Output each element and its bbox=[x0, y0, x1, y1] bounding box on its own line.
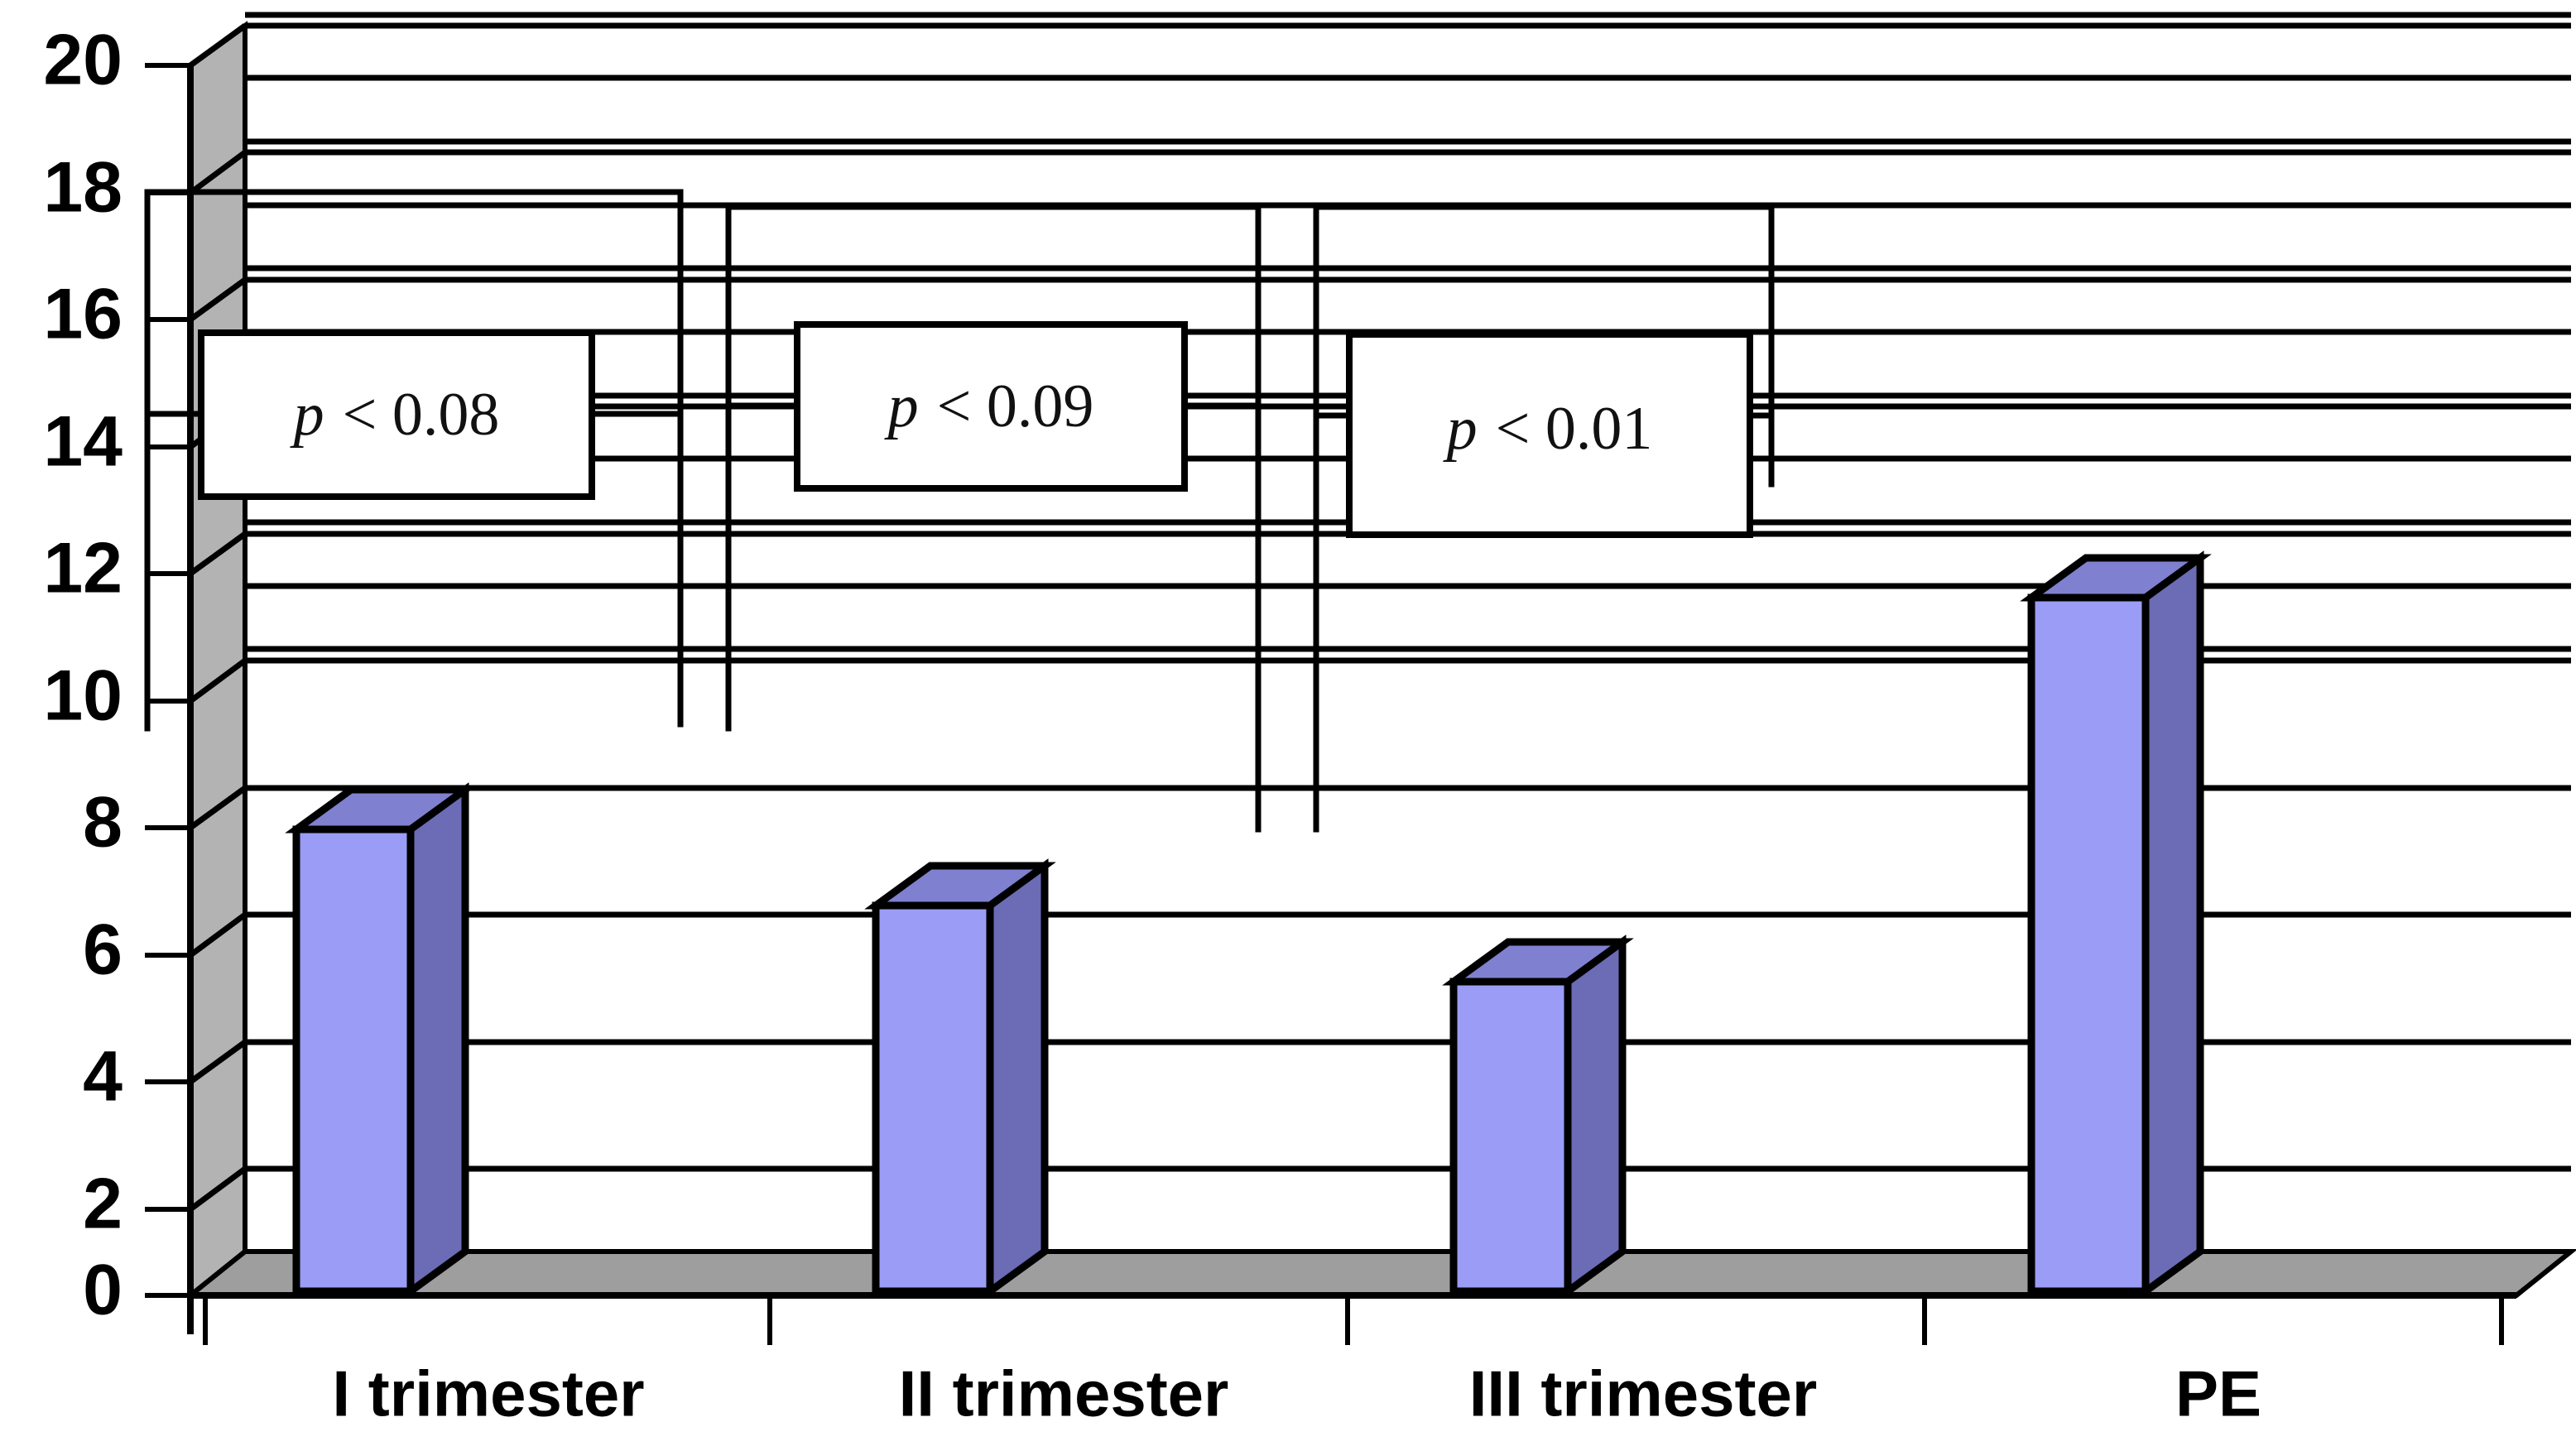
bar-front-face bbox=[292, 825, 415, 1295]
ytick-label-4: 4 bbox=[83, 1037, 123, 1117]
x-axis-labels: I trimester II trimester III trimester P… bbox=[332, 1357, 2261, 1430]
connector-10 bbox=[188, 658, 248, 704]
ytick-label-2: 2 bbox=[83, 1165, 123, 1244]
bar-iii-trimester[interactable] bbox=[1442, 935, 1634, 1299]
p-value-rest: < 0.09 bbox=[937, 372, 1094, 440]
left-wall-3d bbox=[188, 21, 248, 1301]
p-value-box-3 bbox=[1346, 331, 1753, 538]
p-value-rest: < 0.08 bbox=[343, 381, 500, 449]
bar-side-face bbox=[986, 858, 1049, 1299]
p-symbol: p bbox=[884, 372, 919, 440]
ytick-label-16: 16 bbox=[43, 275, 123, 354]
p-value-box-1 bbox=[198, 329, 595, 500]
ytick-label-0: 0 bbox=[83, 1251, 123, 1330]
gridlines-back bbox=[245, 22, 2571, 1172]
significance-bracket-3 bbox=[1313, 204, 1775, 833]
significance-bracket-2 bbox=[725, 204, 1262, 833]
significance-bracket-1 bbox=[144, 189, 684, 732]
ytick-label-6: 6 bbox=[83, 910, 123, 990]
bar-side-face bbox=[2141, 550, 2204, 1299]
floor-3d bbox=[183, 1249, 2576, 1298]
bracket-1-path bbox=[144, 189, 684, 732]
y-tick-marks bbox=[145, 63, 190, 1298]
bracket-2-path bbox=[725, 204, 1262, 833]
p-value-label-3: p < 0.01 bbox=[1443, 395, 1653, 463]
p-value-rest: < 0.01 bbox=[1496, 395, 1653, 463]
connector-6 bbox=[188, 912, 248, 958]
x-tick-marks bbox=[203, 1295, 2504, 1345]
ytick-label-8: 8 bbox=[83, 783, 123, 862]
connector-8 bbox=[188, 786, 248, 830]
p-value-label-1: p < 0.08 bbox=[290, 381, 500, 449]
ytick-label-18: 18 bbox=[43, 148, 123, 228]
p-value-annotation-2[interactable]: p < 0.09 bbox=[794, 321, 1188, 492]
bar-side-face bbox=[1564, 935, 1627, 1299]
bar-side-face bbox=[406, 782, 469, 1299]
bar-pe[interactable] bbox=[2020, 550, 2212, 1299]
p-value-label-2: p < 0.09 bbox=[884, 372, 1094, 440]
y-axis-labels: 20 18 16 14 12 10 8 6 4 2 0 bbox=[43, 21, 123, 1330]
connector-16 bbox=[188, 277, 248, 322]
p-value-annotation-1[interactable]: p < 0.08 bbox=[198, 329, 595, 500]
connector-18 bbox=[188, 150, 248, 195]
p-value-annotation-3[interactable]: p < 0.01 bbox=[1346, 331, 1753, 538]
ytick-label-20: 20 bbox=[43, 21, 123, 100]
connector-20 bbox=[188, 23, 248, 68]
bar-front-face bbox=[2027, 593, 2150, 1295]
ytick-label-14: 14 bbox=[43, 402, 123, 482]
connector-12 bbox=[188, 531, 248, 576]
bar-ii-trimester[interactable] bbox=[864, 858, 1056, 1299]
p-symbol: p bbox=[290, 381, 324, 449]
connector-4 bbox=[188, 1040, 248, 1084]
bar-i-trimester[interactable] bbox=[285, 782, 477, 1299]
xcat-label-i-trimester: I trimester bbox=[332, 1357, 644, 1430]
xcat-label-iii-trimester: III trimester bbox=[1469, 1357, 1818, 1430]
ytick-label-10: 10 bbox=[43, 656, 123, 736]
connector-2 bbox=[188, 1166, 248, 1212]
bracket-3-path bbox=[1313, 204, 1775, 833]
bar-front-face bbox=[1449, 978, 1572, 1295]
ytick-label-12: 12 bbox=[43, 529, 123, 608]
bar-front-face bbox=[872, 901, 994, 1295]
p-symbol: p bbox=[1443, 395, 1478, 463]
xcat-label-ii-trimester: II trimester bbox=[899, 1357, 1229, 1430]
p-value-box-2 bbox=[794, 321, 1188, 492]
xcat-label-pe: PE bbox=[2175, 1357, 2261, 1430]
